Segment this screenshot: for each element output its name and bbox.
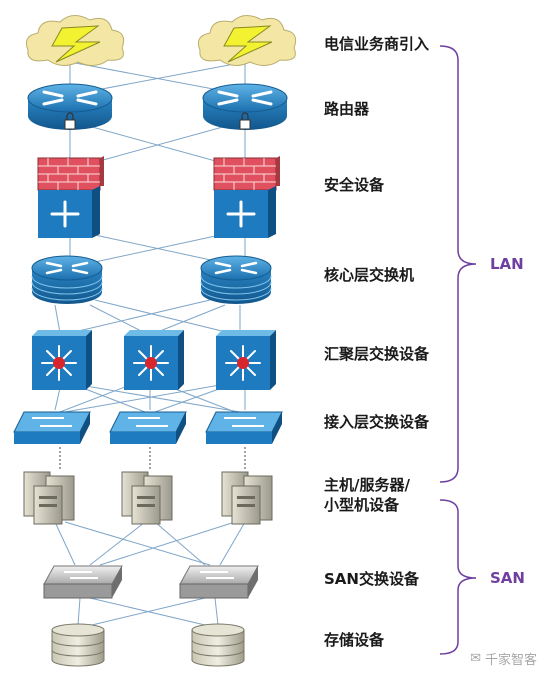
links bbox=[54, 61, 246, 626]
firewall-icon bbox=[213, 156, 280, 238]
access-switch-icon bbox=[109, 411, 187, 444]
lock-icon bbox=[239, 112, 251, 130]
san-label: SAN bbox=[490, 569, 525, 587]
aggregation-switch-icon bbox=[216, 330, 276, 390]
tier-label-core: 核心层交换机 bbox=[324, 266, 415, 284]
tier-label-servers-2: 小型机设备 bbox=[324, 496, 400, 514]
access-switch-icon bbox=[13, 411, 91, 444]
lightning-icon bbox=[51, 25, 101, 63]
core-switch-icon bbox=[31, 255, 103, 304]
tier-label-san-switch: SAN交换设备 bbox=[324, 570, 419, 588]
aggregation-switch-icon bbox=[32, 330, 92, 390]
cloud-icon bbox=[197, 15, 297, 66]
lightning-icon bbox=[223, 25, 273, 63]
server-icon bbox=[121, 471, 173, 525]
cloud-icon bbox=[25, 15, 125, 66]
access-server-links bbox=[59, 447, 246, 470]
router-icon bbox=[202, 83, 288, 130]
storage-icon bbox=[51, 623, 105, 667]
tier-label-storage: 存储设备 bbox=[324, 631, 385, 649]
firewall-icon bbox=[37, 156, 104, 238]
watermark: ✉ 千家智客 bbox=[470, 649, 537, 668]
storage-icon bbox=[191, 623, 245, 667]
server-icon bbox=[221, 471, 273, 525]
router-icon bbox=[27, 83, 113, 130]
tier-label-servers-1: 主机/服务器/ bbox=[324, 476, 410, 494]
tier-label-access: 接入层交换设备 bbox=[324, 413, 430, 431]
san-switch-icon bbox=[43, 565, 123, 599]
access-switch-icon bbox=[205, 411, 283, 444]
tier-label-carrier: 电信业务商引入 bbox=[324, 35, 430, 53]
server-icon bbox=[23, 471, 75, 525]
san-switch-icon bbox=[179, 565, 259, 599]
san-bracket bbox=[439, 499, 477, 655]
tier-label-router: 路由器 bbox=[324, 100, 370, 118]
watermark-text: 千家智客 bbox=[484, 653, 537, 668]
aggregation-switch-icon bbox=[124, 330, 184, 390]
lan-bracket bbox=[439, 45, 477, 483]
wechat-icon: ✉ bbox=[470, 651, 481, 666]
tier-label-aggregation: 汇聚层交换设备 bbox=[324, 345, 430, 363]
lock-icon bbox=[64, 112, 76, 130]
core-switch-icon bbox=[200, 255, 272, 304]
lan-label: LAN bbox=[490, 255, 524, 273]
tier-label-security: 安全设备 bbox=[324, 176, 385, 194]
